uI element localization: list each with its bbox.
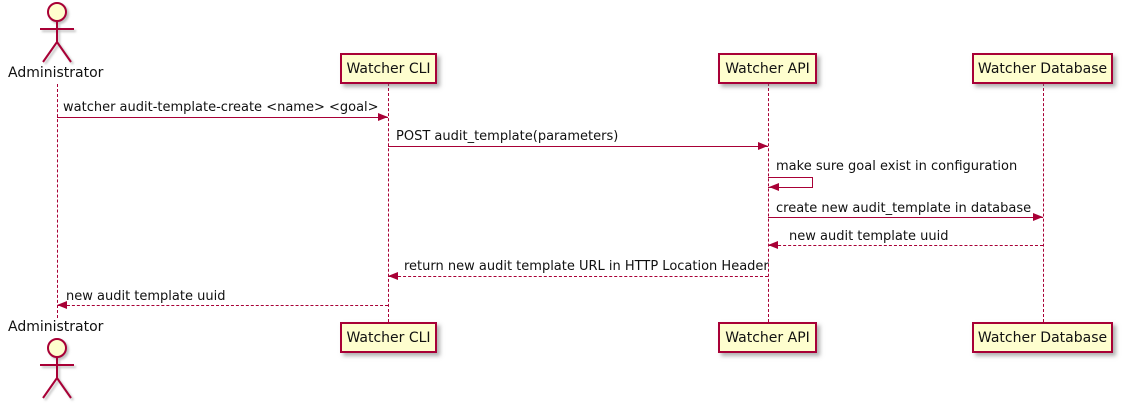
participant-watcher-cli-top: Watcher CLI	[340, 53, 437, 84]
actor-figure-bottom	[40, 338, 74, 399]
participant-watcher-api-bottom: Watcher API	[718, 322, 817, 353]
participant-watcher-api-top: Watcher API	[718, 53, 817, 84]
message-2-arrowhead	[758, 142, 768, 150]
message-6-arrowhead	[388, 272, 398, 280]
message-4-arrowhead	[1033, 213, 1043, 221]
message-2-label: POST audit_template(parameters)	[396, 129, 619, 144]
message-6-line	[388, 276, 768, 277]
lifeline-watcher-api	[768, 83, 769, 322]
participant-watcher-database-bottom: Watcher Database	[972, 322, 1113, 353]
message-7-label: new audit template uuid	[66, 289, 226, 304]
lifeline-watcher-cli	[388, 83, 389, 322]
lifeline-administrator	[57, 84, 58, 318]
actor-label-top: Administrator	[8, 65, 104, 81]
actor-label-bottom: Administrator	[8, 319, 104, 335]
participant-watcher-database-top: Watcher Database	[972, 53, 1113, 84]
message-3-self-loop	[768, 177, 813, 188]
message-5-label: new audit template uuid	[789, 229, 949, 244]
message-2-line	[388, 146, 768, 147]
participant-watcher-cli-bottom: Watcher CLI	[340, 322, 437, 353]
message-3-arrowhead	[769, 183, 779, 191]
message-1-label: watcher audit-template-create <name> <go…	[63, 100, 379, 115]
message-7-arrowhead	[57, 301, 67, 309]
message-4-label: create new audit_template in database	[776, 201, 1032, 216]
message-7-line	[57, 305, 388, 306]
message-3-label: make sure goal exist in configuration	[776, 159, 1018, 174]
lifeline-watcher-database	[1043, 83, 1044, 322]
message-6-label: return new audit template URL in HTTP Lo…	[404, 259, 769, 274]
message-1-arrowhead	[378, 113, 388, 121]
message-1-line	[57, 117, 388, 118]
message-5-line	[768, 245, 1043, 246]
message-4-line	[768, 217, 1043, 218]
actor-figure-top	[40, 2, 74, 63]
message-5-arrowhead	[768, 241, 778, 249]
